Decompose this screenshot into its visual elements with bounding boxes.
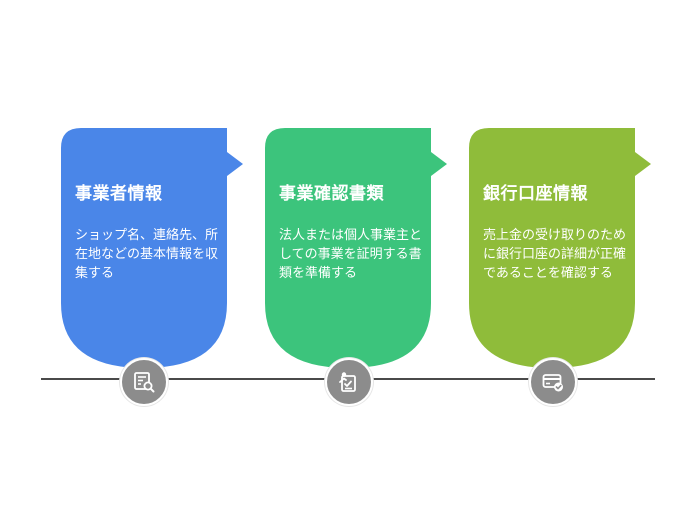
step-card-2 [265,128,447,368]
card-check-icon [542,374,563,392]
step-description-2: 法人または個人事業主としての事業を証明する書類を準備する [279,228,423,281]
step-title-2: 事業確認書類 [279,184,384,204]
document-search-icon [134,372,155,393]
checklist-person-icon [339,372,356,392]
step-node-1 [120,358,168,406]
step-card-1 [61,128,243,368]
step-description-3: 売上金の受け取りのために銀行口座の詳細が正確であることを確認する [483,228,627,281]
step-card-3 [469,128,651,368]
step-description-1: ショップ名、連絡先、所在地などの基本情報を収集する [75,228,219,281]
step-node-3 [529,358,577,406]
step-title-3: 銀行口座情報 [483,184,588,204]
step-title-1: 事業者情報 [75,184,163,204]
step-node-2 [325,358,373,406]
